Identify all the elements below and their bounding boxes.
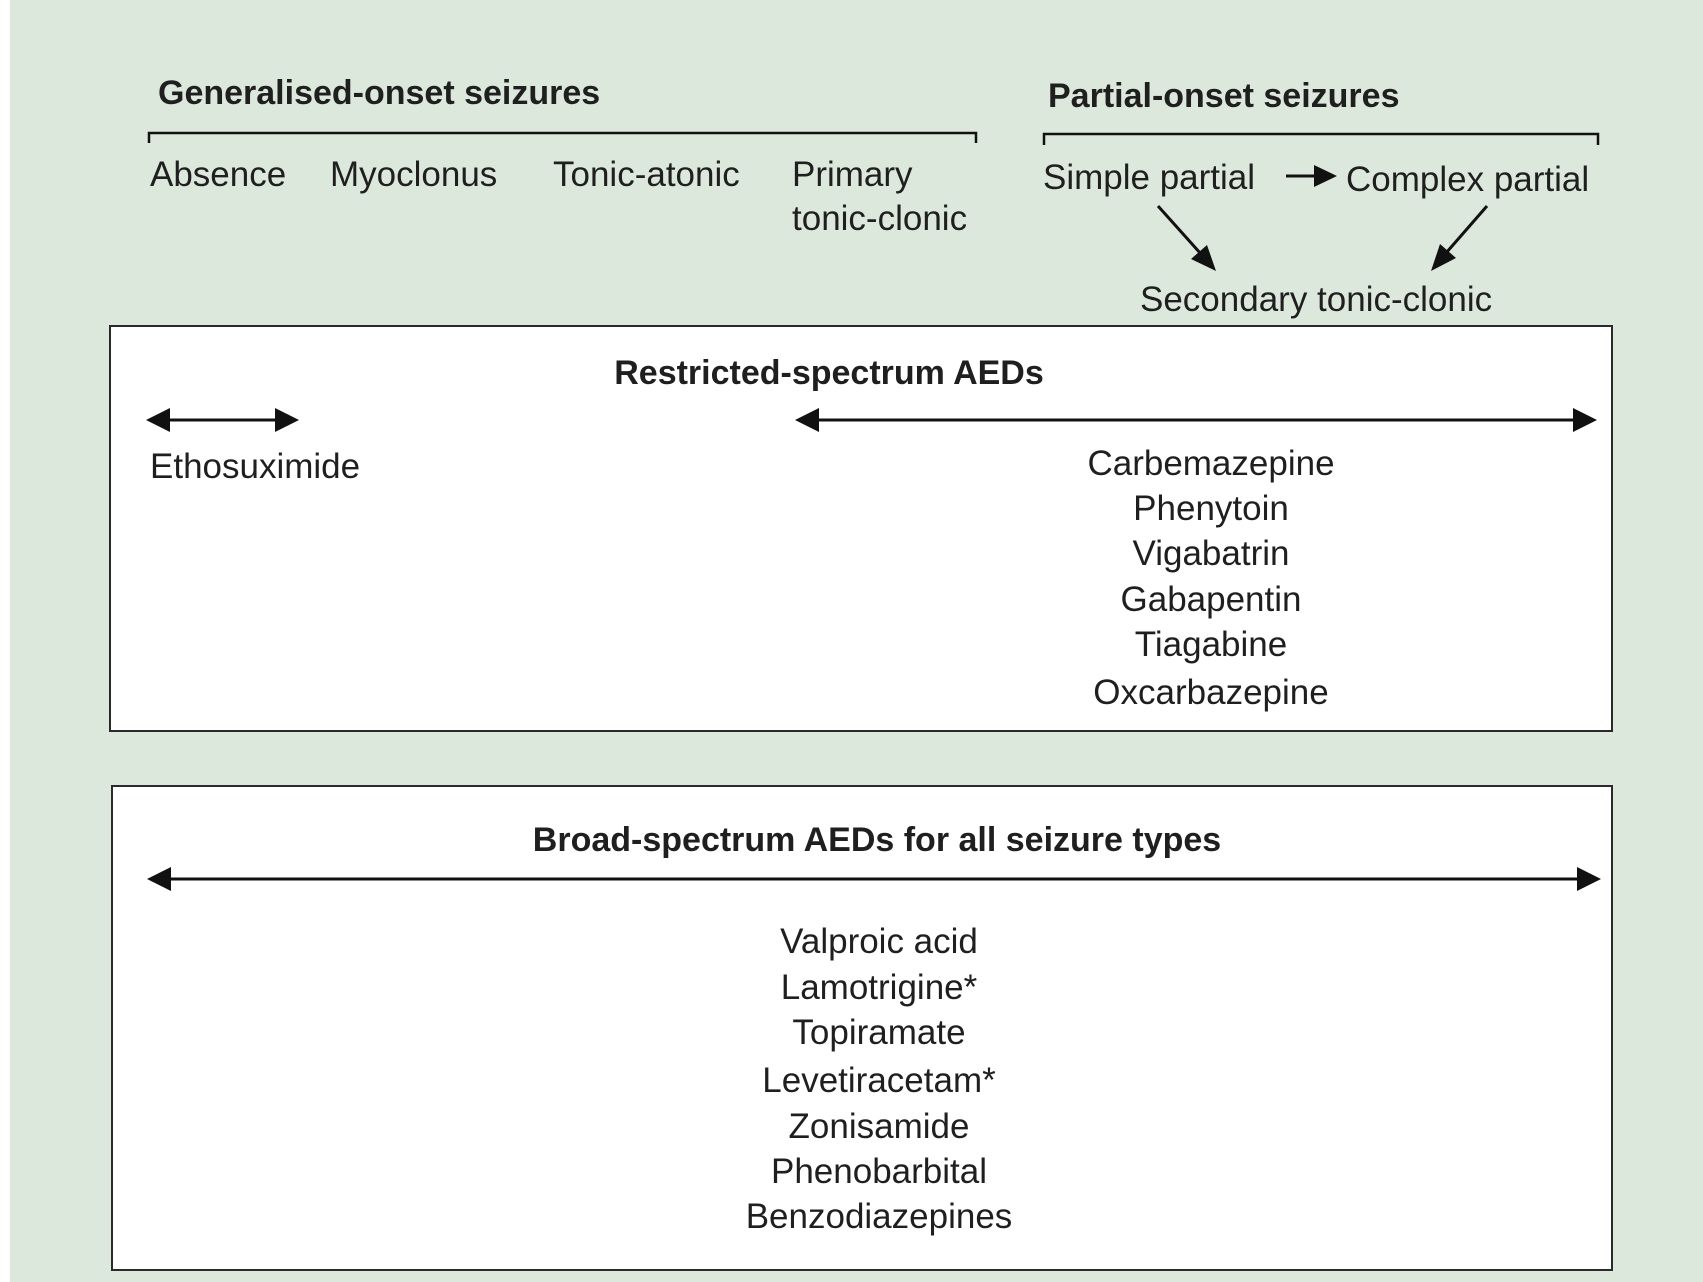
drug-topiramate: Topiramate: [792, 1013, 966, 1052]
drug-phenytoin: Phenytoin: [1133, 489, 1289, 528]
drug-gabapentin: Gabapentin: [1120, 580, 1302, 619]
seizure-type-secondary-tonic-clonic: Secondary tonic-clonic: [1140, 280, 1493, 319]
partial-bracket: [1042, 132, 1600, 145]
partial-drugs-range-arrow: [795, 408, 1597, 432]
drug-ethosuximide: Ethosuximide: [150, 447, 361, 486]
seizure-type-primary: Primary: [792, 155, 913, 194]
complex-to-secondary-arrow: [1431, 205, 1489, 271]
generalised-bracket: [147, 131, 978, 143]
simple-to-complex-arrow: [1286, 165, 1337, 187]
seizure-type-simple-partial: Simple partial: [1043, 158, 1256, 197]
drug-benzodiazepines: Benzodiazepines: [745, 1197, 1013, 1236]
drug-valproic-acid: Valproic acid: [780, 922, 978, 961]
drug-vigabatrin: Vigabatrin: [1132, 534, 1290, 573]
drug-tiagabine: Tiagabine: [1134, 625, 1288, 664]
simple-to-secondary-arrow: [1156, 204, 1216, 271]
seizure-type-myoclonus: Myoclonus: [330, 155, 498, 194]
partial-heading: Partial-onset seizures: [1048, 77, 1400, 115]
broad-spectrum-box: [111, 785, 1613, 1271]
seizure-type-absence: Absence: [150, 155, 287, 194]
seizure-type-tonic-clonic: tonic-clonic: [792, 199, 968, 238]
ethosuximide-range-arrow: [146, 408, 299, 432]
drug-carbemazepine: Carbemazepine: [1087, 444, 1335, 483]
seizure-type-complex-partial: Complex partial: [1346, 160, 1590, 199]
drug-oxcarbazepine: Oxcarbazepine: [1093, 673, 1329, 712]
generalised-heading: Generalised-onset seizures: [158, 74, 601, 112]
restricted-heading: Restricted-spectrum AEDs: [614, 354, 1044, 392]
drug-phenobarbital: Phenobarbital: [771, 1152, 987, 1191]
drug-lamotrigine: Lamotrigine*: [780, 968, 978, 1007]
restricted-spectrum-box: [109, 325, 1613, 732]
drug-zonisamide: Zonisamide: [788, 1107, 970, 1146]
broad-spectrum-range-arrow: [147, 867, 1601, 891]
broad-heading: Broad-spectrum AEDs for all seizure type…: [532, 821, 1222, 859]
seizure-type-tonic-atonic: Tonic-atonic: [553, 155, 740, 194]
drug-levetiracetam: Levetiracetam*: [762, 1061, 996, 1100]
